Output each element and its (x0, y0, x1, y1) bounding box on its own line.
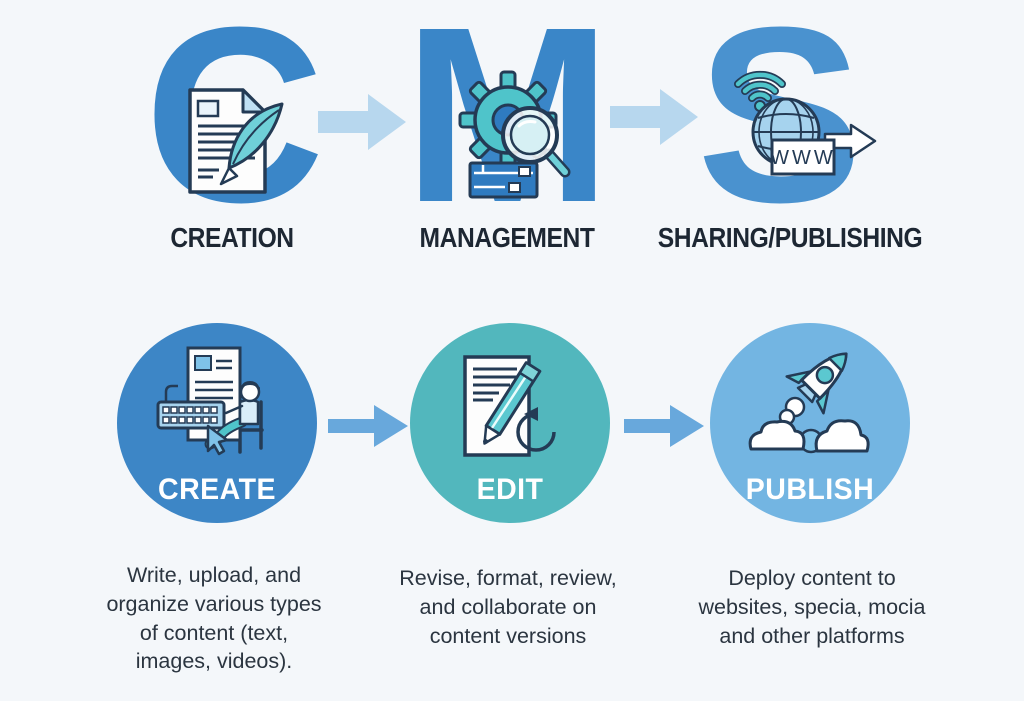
edit-label: EDIT (476, 473, 544, 506)
right-arrow-icon (610, 89, 698, 145)
label-sharing-publishing: SHARING/PUBLISHING (657, 222, 923, 253)
label-management: MANAGEMENT (419, 222, 595, 253)
www-text: WWW (770, 147, 836, 169)
person-typing-document-icon (156, 346, 264, 456)
right-arrow-icon (318, 94, 406, 150)
edit-step-circle: EDIT (410, 323, 610, 523)
publish-step-circle: PUBLISH (710, 323, 910, 523)
label-creation: CREATION (170, 222, 294, 253)
rocket-launch-clouds-icon (748, 352, 870, 454)
document-pencil-revision-icon (463, 355, 556, 457)
create-step-circle: CREATE (117, 323, 317, 523)
edit-description: Revise, format, review, and collaborate … (399, 566, 617, 648)
globe-wifi-www-icon: WWW (734, 70, 877, 176)
create-description: Write, upload, and organize various type… (106, 563, 322, 674)
right-arrow-icon (328, 405, 408, 447)
right-arrow-icon (624, 405, 704, 447)
document-quill-icon (188, 88, 284, 194)
gear-magnifier-icon (458, 70, 571, 199)
create-label: CREATE (158, 473, 276, 506)
publish-label: PUBLISH (745, 473, 875, 506)
publish-description: Deploy content to websites, specia, moci… (698, 566, 926, 648)
